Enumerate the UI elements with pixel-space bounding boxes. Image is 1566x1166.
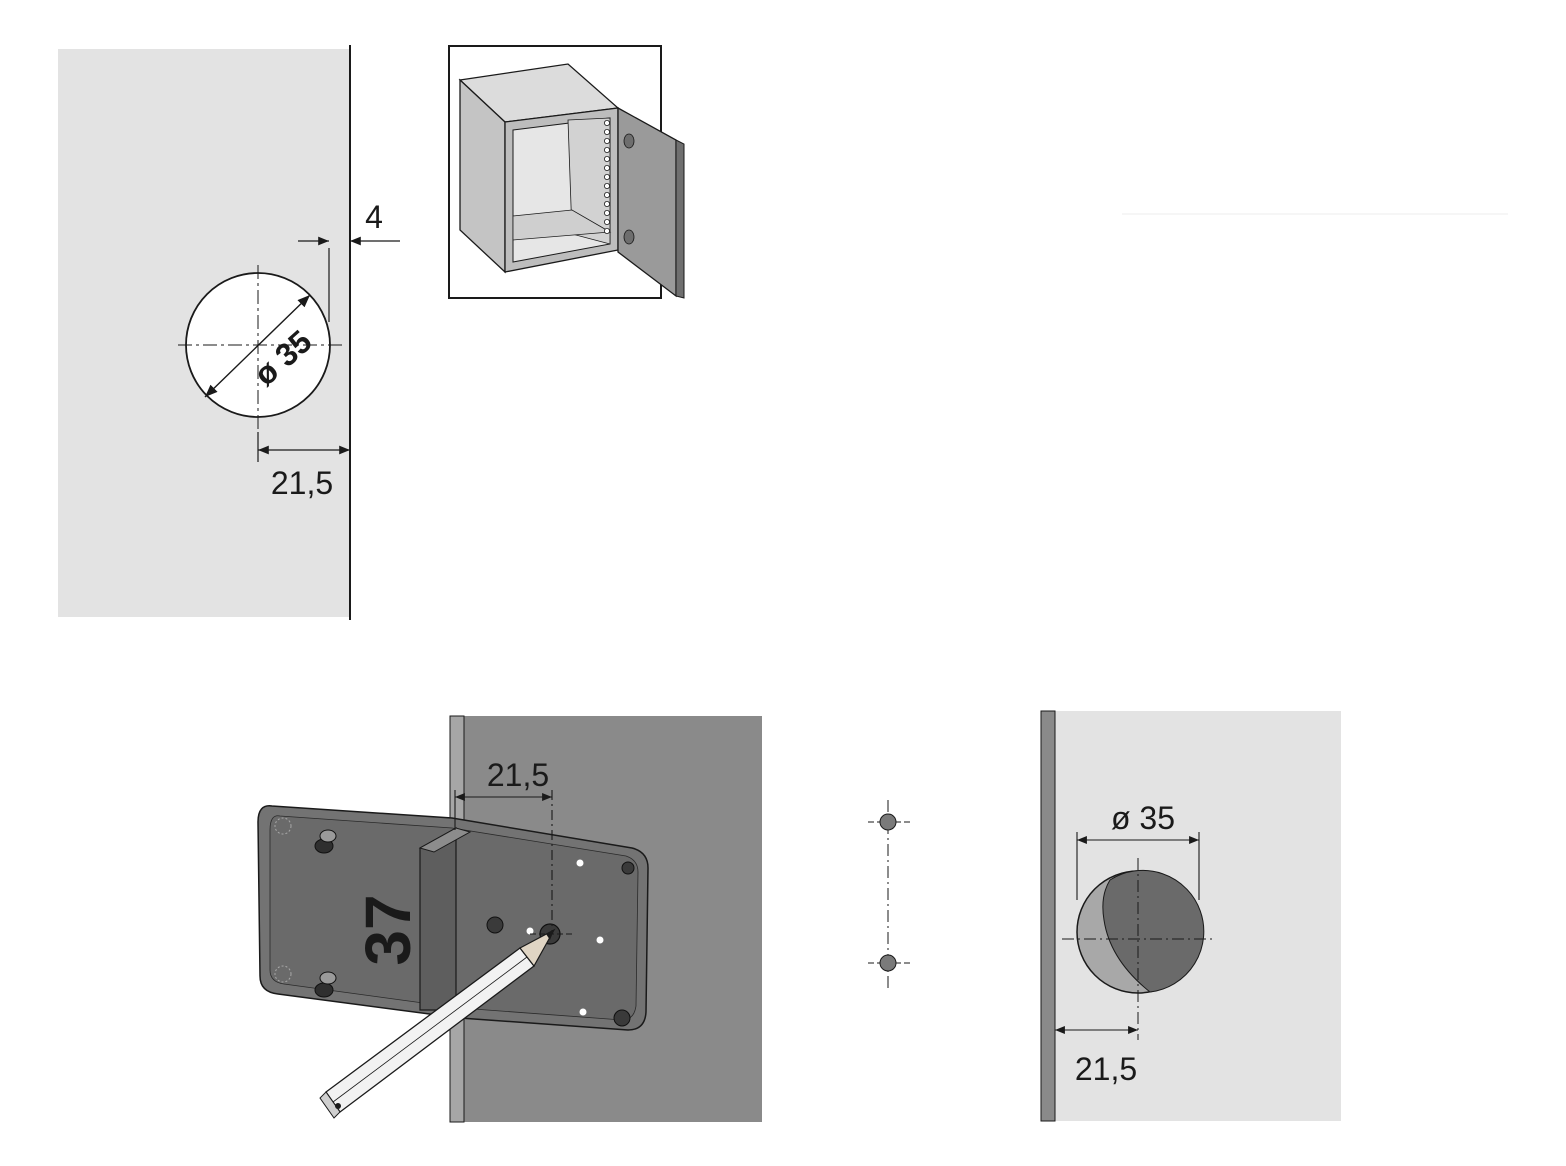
system-holes — [604, 120, 611, 234]
drilled-cup-hole-shadow — [1102, 869, 1205, 993]
cabinet-door-edge — [675, 139, 685, 299]
template-fence — [419, 826, 457, 1011]
template-fence-top — [418, 827, 472, 853]
panel-template-marking: 37 21,5 — [257, 715, 762, 1123]
offset-label: 4 — [365, 199, 383, 235]
pencil-icon — [319, 928, 556, 1119]
door-hinge-cup-top — [623, 133, 635, 149]
mark-bottom-point — [879, 954, 897, 972]
door-edge-strip-right — [1040, 710, 1056, 1122]
hole-edge-distance-label: 21,5 — [1075, 1051, 1137, 1087]
panel-cabinet-illustration — [448, 45, 685, 299]
edge-distance-label: 21,5 — [271, 465, 333, 501]
mark-top-point — [879, 813, 897, 831]
panel-marked-points — [868, 800, 912, 990]
template-pins — [274, 817, 337, 998]
hole-diameter-label: ø 35 — [1111, 800, 1175, 836]
panel-drilled-hole: ø 35 21,5 — [1040, 710, 1341, 1122]
template-edge-distance-label: 21,5 — [487, 757, 549, 793]
door-hinge-cup-bottom — [623, 229, 635, 245]
diameter-dimension-line — [204, 294, 311, 398]
template-number: 37 — [352, 894, 424, 965]
panel-drilling-dimensions: ø 35 4 21,5 — [58, 45, 400, 620]
cabinet-shelf — [512, 209, 612, 241]
cabinet-interior-side — [567, 117, 611, 245]
